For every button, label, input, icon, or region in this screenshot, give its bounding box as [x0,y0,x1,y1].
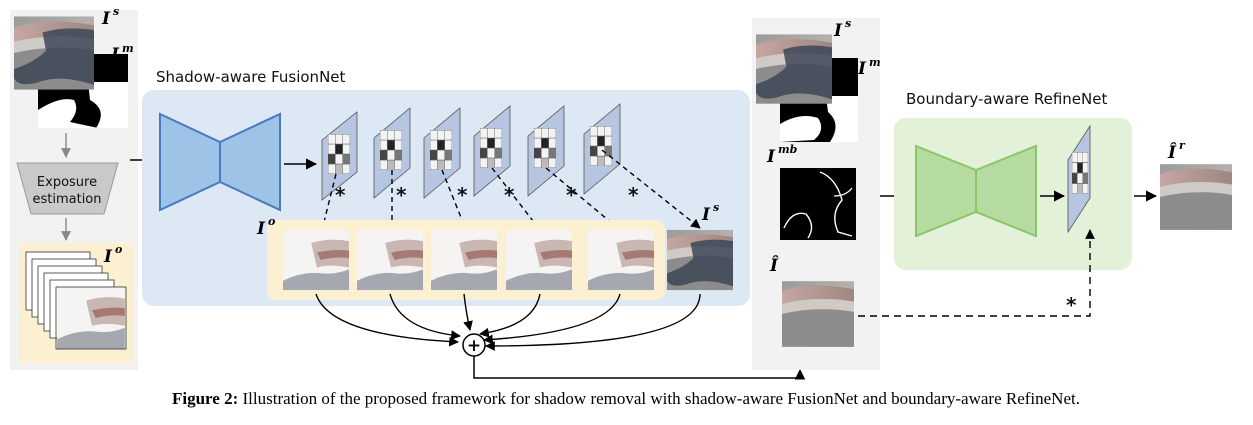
multiply-star: * [396,183,407,207]
label-sup-s: s [113,5,119,18]
input-panel: I s I m Exposure estimation I o [10,5,138,370]
exposure-image-3 [431,229,497,291]
caption-text: Illustration of the proposed framework f… [238,389,1080,408]
label-I: I [110,45,120,65]
fusionnet-title: Shadow-aware FusionNet [156,68,346,86]
shadow-image-fusion [667,230,733,290]
exposure-estimation-block [16,162,119,215]
feature-plane-5 [527,105,565,197]
label-sup-o: o [115,243,122,256]
label-sup-m: m [122,42,134,55]
multiply-star: * [566,183,577,207]
label-I-hat: Î [1167,142,1177,163]
exposure-label-line2: estimation [32,192,101,207]
multiply-star: * [628,183,639,207]
label-I-hat: Î [769,255,779,276]
label-sup-mb: mb [778,143,798,156]
fusionnet-block: Shadow-aware FusionNet [142,68,750,306]
label-sup-m: m [869,56,881,69]
multiply-star: * [457,183,468,207]
refined-output-image [1160,164,1232,230]
label-I: I [101,9,111,29]
label-I: I [857,59,867,79]
exposure-images-stack [19,243,133,363]
figure-caption: Figure 2: Illustration of the proposed f… [172,389,1080,408]
exposure-image-5 [588,229,654,291]
label-I: I [701,205,711,225]
exposure-image-2 [357,229,423,291]
shadow-image-refine [756,34,832,103]
middle-panel: I s I m I mb Î [752,17,881,370]
exposure-image-4 [506,229,572,291]
label-sup-s: s [845,17,851,30]
exposure-label-line1: Exposure [37,175,97,190]
multiply-star: * [504,183,515,207]
caption-prefix: Figure 2: [172,389,238,408]
label-I: I [833,21,843,41]
refinenet-title: Boundary-aware RefineNet [906,90,1107,108]
label-sup-s: s [713,201,719,214]
feature-plane-1 [321,111,358,201]
label-I: I [103,247,113,267]
exposure-image-1 [283,229,349,291]
fusion-curves [315,293,701,351]
multiply-star: * [335,183,346,207]
refine-feature-plane [1067,124,1091,234]
feature-plane-4 [473,105,511,197]
intermediate-result-image [782,281,854,347]
multiply-star: * [1066,293,1077,317]
mask-boundary-image [780,168,856,240]
label-sup-o: o [268,215,275,228]
refinenet-block: Boundary-aware RefineNet [894,90,1132,270]
feature-planes [321,103,621,201]
label-I: I [256,219,266,239]
feature-plane-2 [373,107,411,199]
label-sup-r: r [1179,139,1186,152]
sum-plus: + [467,336,481,356]
feature-plane-3 [423,107,461,199]
label-I: I [766,147,776,167]
